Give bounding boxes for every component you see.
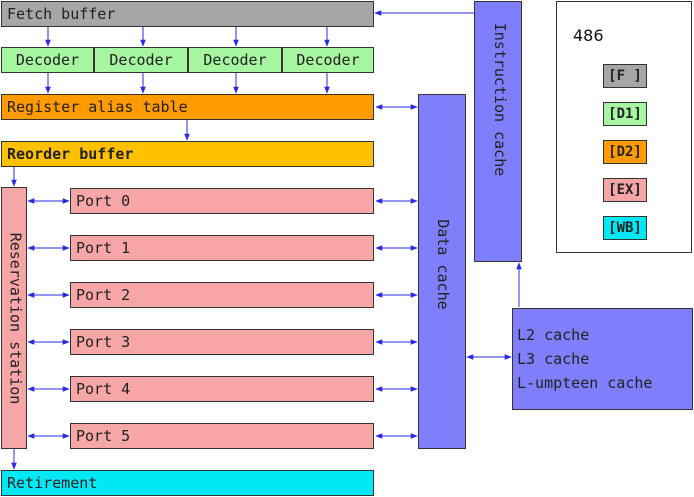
legend: 486 [F ] [D1] [D2] [EX] [WB] xyxy=(556,1,692,253)
decoder-label: Decoder xyxy=(203,50,267,69)
retirement-label: Retirement xyxy=(7,473,98,492)
decoder-1: Decoder xyxy=(94,47,188,73)
legend-item-execute: [EX] xyxy=(603,178,647,202)
l2-cache-label: L2 cache xyxy=(517,326,590,344)
port-label: Port 1 xyxy=(76,238,131,257)
fetch-buffer-label: Fetch buffer xyxy=(7,4,116,23)
port-5: Port 5 xyxy=(70,423,374,449)
decoder-label: Decoder xyxy=(296,50,360,69)
reorder-buffer-label: Reorder buffer xyxy=(7,144,134,163)
register-alias-table-label: Register alias table xyxy=(7,97,188,116)
register-alias-table: Register alias table xyxy=(1,94,374,120)
l-umpteen-cache-label: L-umpteen cache xyxy=(517,374,653,392)
decoder-0: Decoder xyxy=(1,47,94,73)
port-4: Port 4 xyxy=(70,376,374,402)
retirement: Retirement xyxy=(1,470,374,496)
port-1: Port 1 xyxy=(70,235,374,261)
port-2: Port 2 xyxy=(70,282,374,308)
l3-cache-label: L3 cache xyxy=(517,350,590,368)
port-0: Port 0 xyxy=(70,188,374,214)
decoder-2: Decoder xyxy=(188,47,282,73)
port-label: Port 3 xyxy=(76,332,131,351)
legend-title: 486 xyxy=(573,26,604,45)
legend-item-writeback: [WB] xyxy=(603,216,647,240)
port-label: Port 2 xyxy=(76,285,131,304)
decoder-label: Decoder xyxy=(109,50,173,69)
legend-item-fetch: [F ] xyxy=(603,64,647,88)
instruction-cache: Instruction cache xyxy=(474,1,522,262)
decoder-3: Decoder xyxy=(282,47,374,73)
port-3: Port 3 xyxy=(70,329,374,355)
decoder-label: Decoder xyxy=(15,50,80,69)
port-label: Port 5 xyxy=(76,426,131,445)
reservation-station: Reservation station xyxy=(1,187,27,449)
data-cache: Data cache xyxy=(418,94,466,449)
port-label: Port 0 xyxy=(76,191,131,210)
reorder-buffer: Reorder buffer xyxy=(1,141,374,167)
lower-level-caches: L2 cache L3 cache L-umpteen cache xyxy=(512,308,693,410)
fetch-buffer: Fetch buffer xyxy=(1,1,374,27)
port-label: Port 4 xyxy=(76,379,131,398)
legend-item-decode1: [D1] xyxy=(603,102,647,126)
legend-item-decode2: [D2] xyxy=(603,140,647,164)
